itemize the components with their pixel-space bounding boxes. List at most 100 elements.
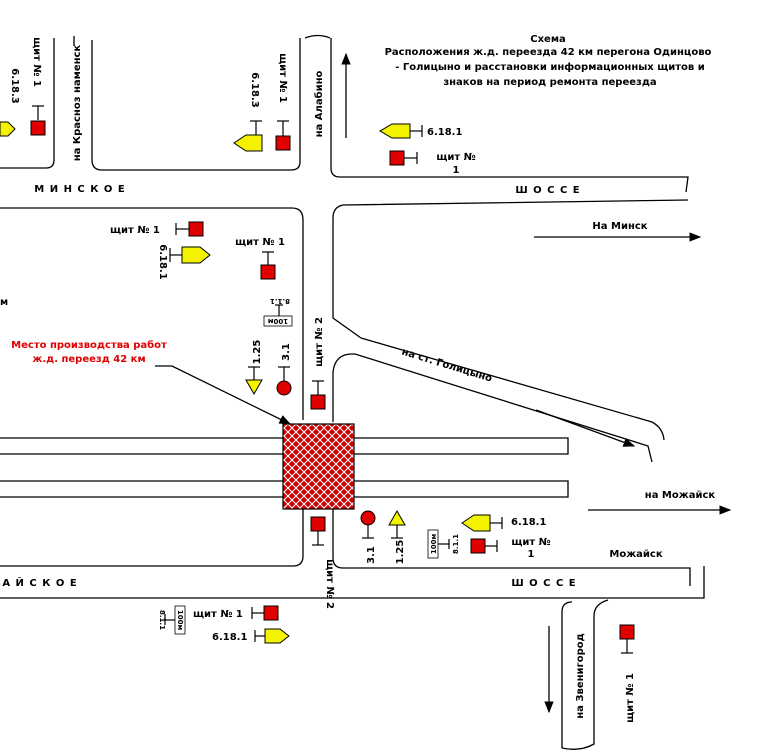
- minskoe-top-edge: [91, 38, 301, 171]
- title-line-2: Расположения ж.д. переезда 42 км перегон…: [385, 47, 712, 58]
- sign-6-18-1-topright-icon: [379, 123, 411, 139]
- sign-8-1-1-bl-label: 8.1.1: [158, 610, 166, 630]
- zvenigorod-label: на Звенигород: [575, 633, 586, 718]
- sign-group-bottom-right: 6.18.1 щит № 1: [461, 514, 551, 560]
- railway-track-1: [0, 437, 569, 455]
- information-shield-bottomright-icon: [470, 538, 486, 554]
- worksite-label: Место производства работ ж.д. переезд 42…: [11, 339, 167, 365]
- left-edge-label: м: [0, 297, 8, 308]
- mozhayskoe-bottom-edge: [0, 566, 705, 599]
- shield-1-left-label: щит № 1: [31, 37, 42, 87]
- worksite-pointer-icon: [155, 365, 292, 425]
- information-shield-2-top-icon: [310, 394, 326, 410]
- minskoe-right-top-edge: [330, 38, 689, 193]
- minsk-label: На Минск: [592, 221, 647, 232]
- shield-1-topright-label-b: 1: [453, 165, 460, 176]
- sign-group-top-middle: 6.18.3 щит № 1: [233, 53, 291, 152]
- information-shield-bl-icon: [263, 605, 279, 621]
- distance-plate-top-icon: [263, 315, 293, 327]
- mozhayskoe-top-edge-left: [0, 508, 304, 567]
- distance-plate-top-label: 100м: [268, 317, 289, 325]
- railway-track-2: [0, 480, 569, 498]
- mozhaysk-label: Можайск: [609, 549, 662, 560]
- to-mozhaysk-label: на Можайск: [645, 490, 716, 501]
- zvenigorod-road-right-edge: [561, 599, 609, 750]
- warning-triangle-bottom-icon: [388, 509, 406, 526]
- alabino-label: на Алабино: [313, 71, 325, 138]
- minskoe-bottom-edge-right: [332, 199, 689, 339]
- sign-group-bottom-left: 8.1.1 100м щит № 1 6.18.1: [158, 605, 290, 644]
- zvenigorod-road-left-edge: [561, 601, 573, 748]
- shield-1-zvenigorod-label: щит № 1: [625, 673, 636, 723]
- title-line-4: знаков на период ремонта переезда: [443, 77, 656, 88]
- no-entry-circle-bottom-icon: [360, 510, 376, 526]
- sign-1-25-bottom-label: 1.25: [395, 540, 406, 565]
- scheme-title: Схема Расположения ж.д. переезда 42 км п…: [385, 34, 712, 88]
- shield-2-top-label: щит № 2: [314, 317, 325, 367]
- worksite-line-1: Место производства работ: [11, 339, 167, 351]
- no-entry-circle-top-icon: [276, 380, 292, 396]
- shield-1-mid-label: щит № 1: [277, 53, 288, 103]
- crosshatch-worksite-icon: [282, 423, 355, 510]
- shield-1-bottomright-label-a: щит №: [511, 537, 550, 548]
- sign-6-18-1-topright-label: 6.18.1: [427, 127, 462, 138]
- krasnoznamensk-label: на Красноз наменск: [72, 45, 83, 162]
- sign-6-18-1-bottomright-icon: [461, 514, 491, 532]
- road-outlines: [0, 34, 705, 750]
- sign-6-18-1-bottomright-label: 6.18.1: [511, 517, 546, 528]
- sign-8-1-1-bottom-label: 8.1.1: [452, 534, 460, 554]
- shield-1-bottomright-label-b: 1: [528, 549, 535, 560]
- sign-group-top-right: 6.18.1 щит № 1: [379, 123, 476, 176]
- golitsyno-road-upper-edge: [360, 337, 665, 441]
- distance-plate-bl-icon: [174, 605, 186, 635]
- sign-6-18-3-mid-icon: [233, 134, 263, 152]
- sign-6-18-3-mid-label: 6.18.3: [249, 72, 260, 107]
- information-shield-left-icon: [30, 120, 46, 136]
- sign-3-1-bottom-label: 3.1: [366, 546, 377, 564]
- alabino-road-end: [304, 34, 331, 39]
- mozhayskoe-top-edge-right: [332, 508, 691, 586]
- shield-1-topright-label-a: щит №: [436, 152, 475, 163]
- sign-6-18-1-bl-icon: [264, 628, 290, 644]
- sign-6-18-3-left-label: 6.18.3: [9, 68, 20, 103]
- golitsyno-road-lower-edge: [332, 353, 653, 463]
- information-shield-mid-icon: [275, 135, 291, 151]
- sign-6-18-1-leftmid-label: 6.18.1: [157, 244, 168, 279]
- shield-1-bl-label: щит № 1: [193, 609, 243, 620]
- direction-arrows: [73, 36, 732, 714]
- shield-2-bottom-label: щит № 2: [324, 559, 335, 609]
- shield-1-leftmid-label: щит № 1: [110, 225, 160, 236]
- title-line-3: - Голицыно и расстановки информационных …: [395, 61, 705, 73]
- sign-3-1-top-label: 3.1: [281, 343, 292, 361]
- arrow-to-golitsyno-icon: [535, 409, 636, 447]
- sign-group-left-middle: щит № 1 6.18.1: [110, 221, 211, 280]
- information-shield-2-bottom-icon: [310, 516, 326, 532]
- golitsyno-label: на ст. Голицыно: [400, 347, 493, 385]
- sign-8-1-1-top-label: 8.1.1: [270, 297, 290, 305]
- krasnoznamensk-road-left-edge: [0, 38, 55, 169]
- shosse-label-bottom: Ш О С С Е: [511, 578, 576, 589]
- sign-6-18-1-leftmid-icon: [181, 246, 211, 264]
- information-shield-center-icon: [260, 264, 276, 280]
- sign-1-25-top-label: 1.25: [252, 340, 263, 365]
- minskoe-bottom-edge-left: [0, 207, 304, 420]
- warning-triangle-top-icon: [245, 379, 263, 396]
- minskoe-label-top: М И Н С К О Е: [34, 184, 125, 195]
- sign-group-center: щит № 1 8.1.1 100м 1.25 3.1 щит № 2: [235, 237, 326, 410]
- distance-plate-bottom-label: 100м: [430, 534, 438, 555]
- sign-6-18-3-left-icon: [0, 121, 16, 137]
- information-shield-zvenigorod-icon: [619, 624, 635, 640]
- title-line-1: Схема: [530, 34, 566, 45]
- distance-plate-bl-label: 100м: [176, 610, 184, 631]
- sign-group-zvenigorod: щит № 1: [619, 624, 636, 723]
- sign-6-18-1-bl-label: 6.18.1: [212, 632, 247, 643]
- worksite-line-2: ж.д. переезд 42 км: [32, 354, 145, 365]
- shield-1-center-label: щит № 1: [235, 237, 285, 248]
- shosse-label-top: Ш О С С Е: [515, 185, 580, 196]
- sign-group-top-left: 6.18.3 щит № 1: [0, 37, 46, 137]
- road-labels: М И Н С К О Е Ш О С С Е А Й С К О Е Ш О …: [0, 45, 715, 719]
- information-shield-topright-icon: [389, 150, 405, 166]
- information-shield-leftmid-icon: [188, 221, 204, 237]
- mozhayskoe-label-bottom: А Й С К О Е: [2, 576, 77, 589]
